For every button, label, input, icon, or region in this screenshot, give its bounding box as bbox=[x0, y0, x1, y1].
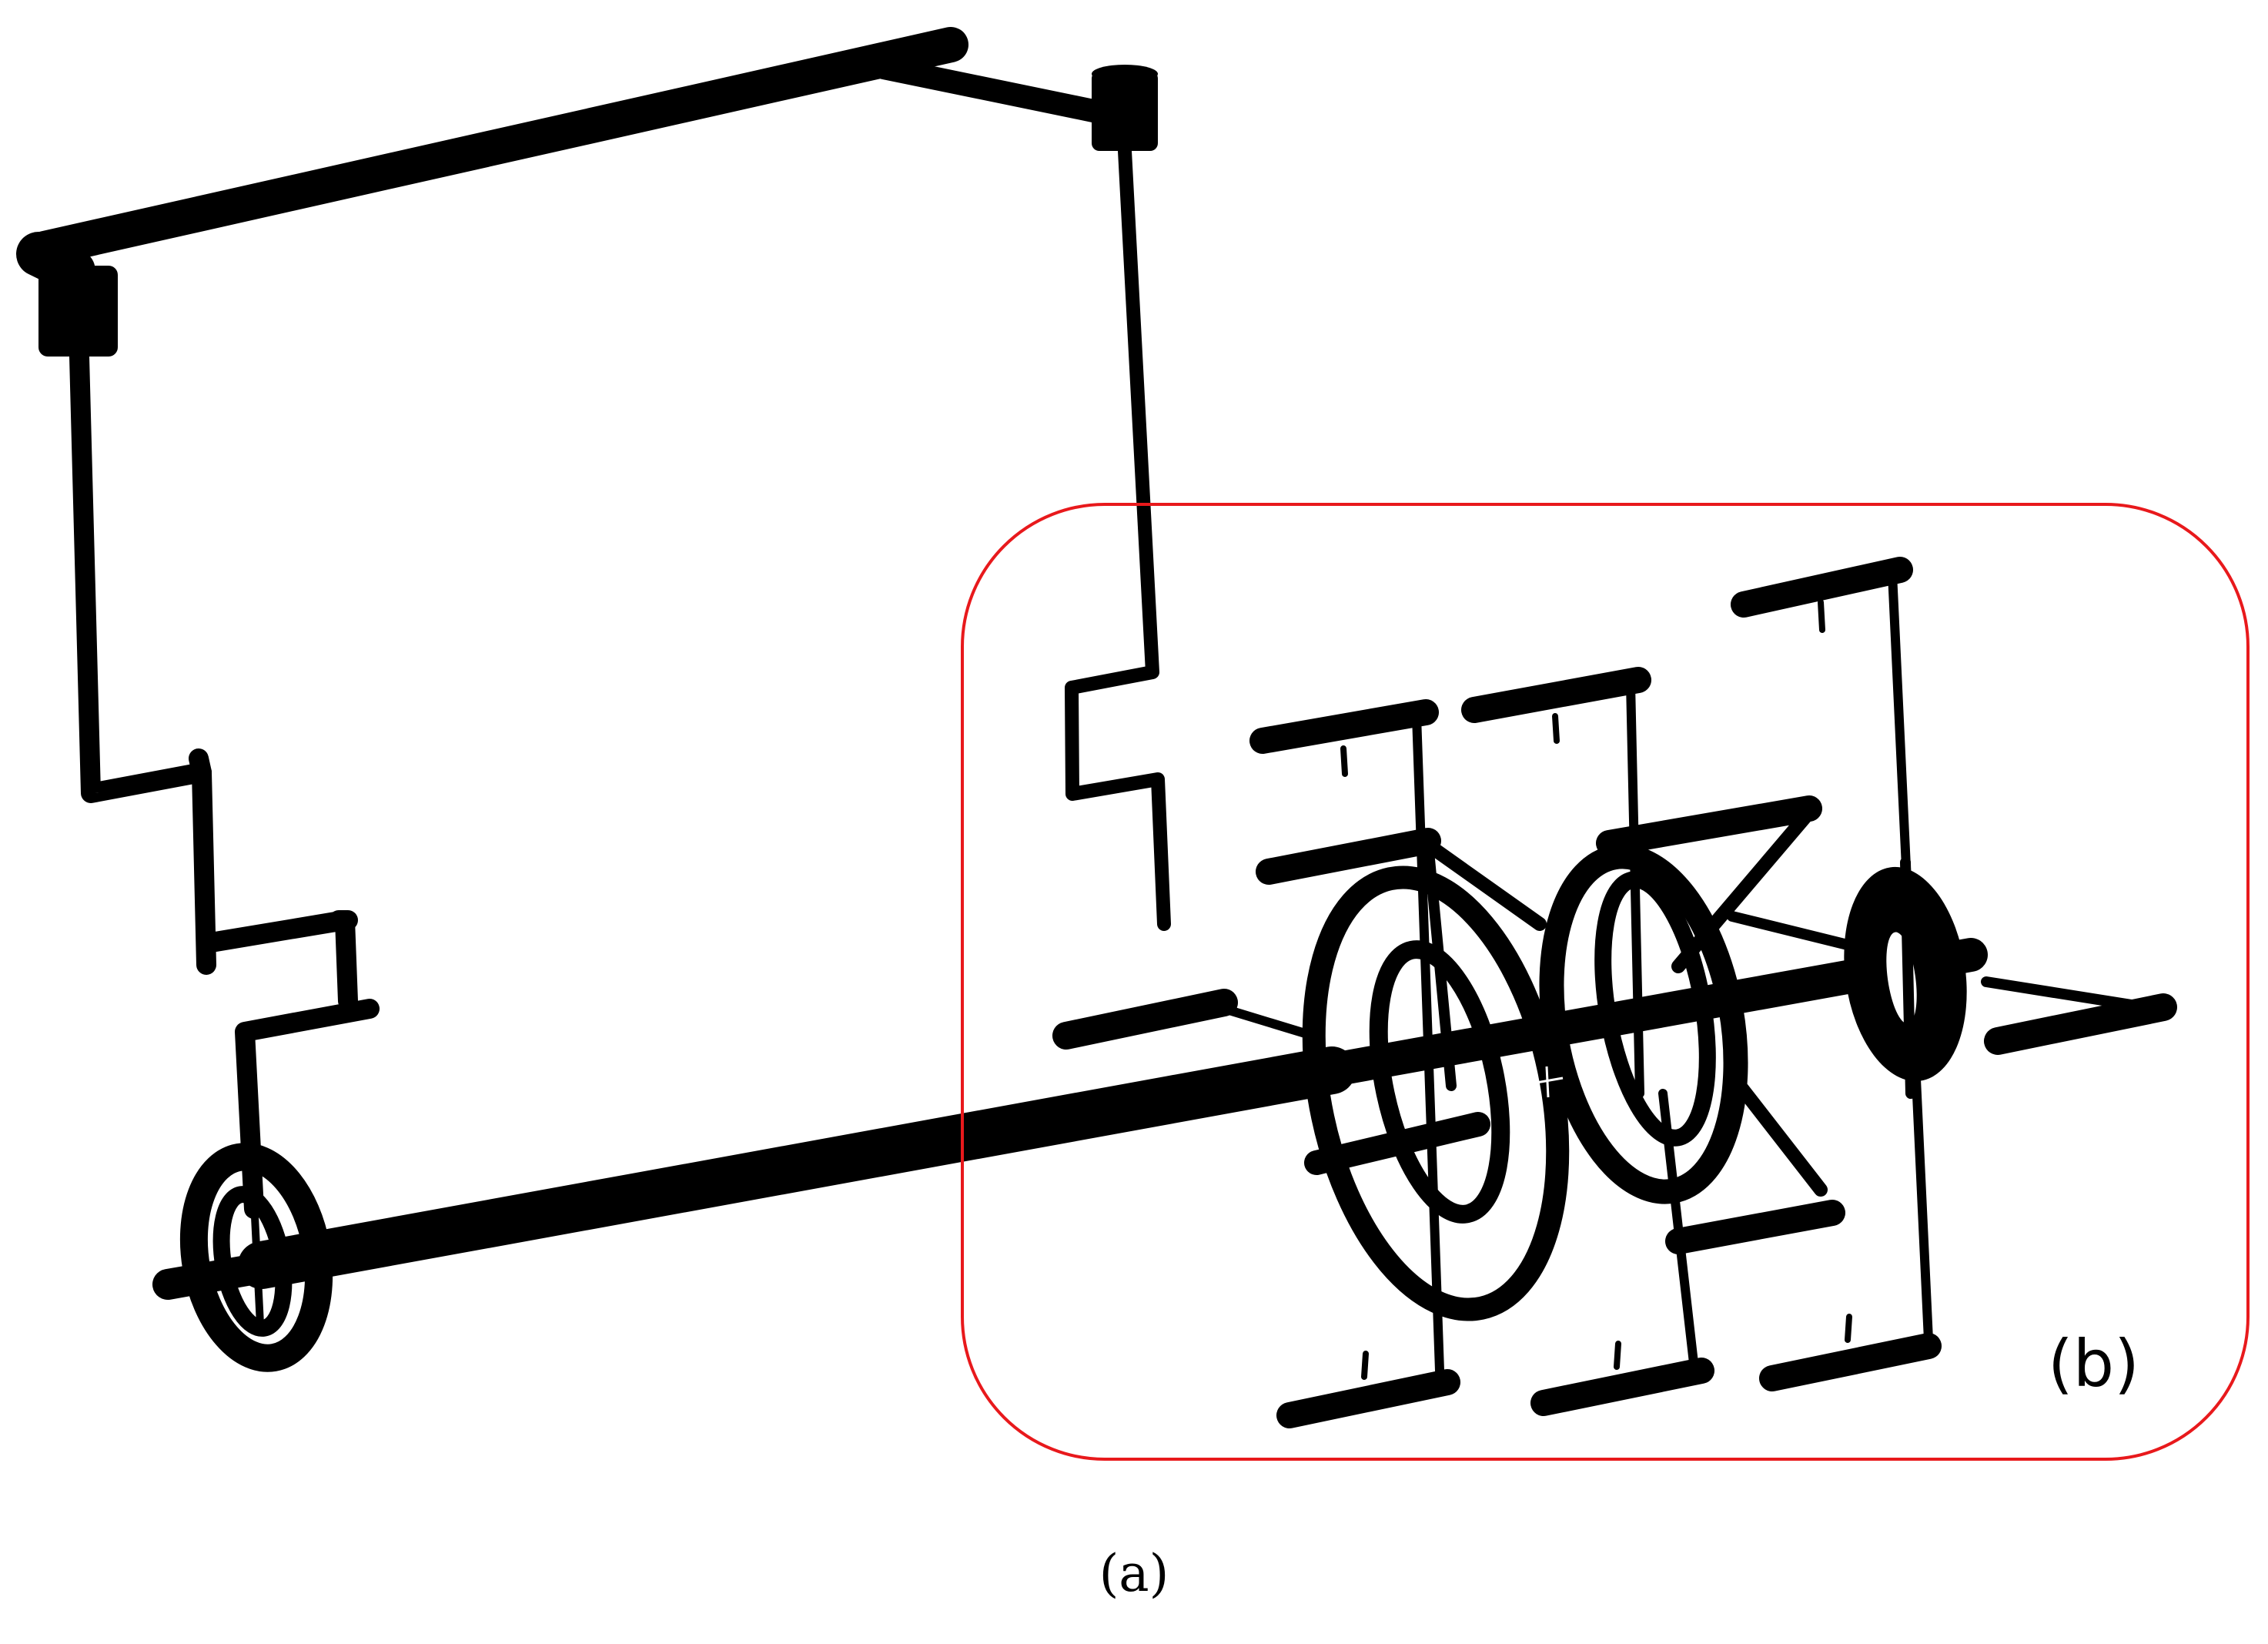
lower-boom bbox=[238, 1046, 1356, 1289]
crossbar-left-stub bbox=[1052, 989, 1238, 1050]
crossbar-top-2-tick bbox=[1552, 713, 1560, 744]
crossbar-top-3-tick bbox=[1818, 599, 1825, 633]
brace-2 bbox=[1419, 836, 1547, 931]
inset-frame bbox=[961, 503, 2250, 1461]
crosshair-icon bbox=[1531, 1066, 1564, 1098]
figure-caption: (a) bbox=[1099, 1544, 1169, 1603]
shoulder-cap bbox=[16, 232, 95, 293]
wheel-small-rod bbox=[1900, 857, 1916, 1099]
crossbar-bottom-1-tick bbox=[1361, 1351, 1369, 1380]
right-slim-leg bbox=[1065, 144, 1171, 931]
crossbar-top-1-tick bbox=[1340, 745, 1348, 777]
base-wheel bbox=[152, 1143, 333, 1372]
crossbar-mid-2 bbox=[1596, 795, 1822, 856]
brace-5 bbox=[1981, 976, 2161, 1014]
crossbar-right-stub bbox=[1984, 993, 2177, 1055]
crossbar-top-1 bbox=[1249, 699, 1439, 754]
left-leg-tab-1 bbox=[189, 748, 212, 782]
crossbar-bottom-3-tick bbox=[1845, 1314, 1852, 1343]
wheel-small bbox=[1844, 857, 1967, 1099]
brace-6 bbox=[1733, 1079, 1828, 1197]
right-elbow-cap bbox=[1092, 65, 1158, 83]
brace-4 bbox=[1727, 911, 1868, 954]
inset-label: (b) bbox=[2048, 1326, 2139, 1401]
wheel-middle-inner bbox=[1594, 871, 1716, 1147]
right-elbow-joint bbox=[1092, 71, 1158, 151]
wheel-large bbox=[1302, 866, 1570, 1321]
left-stepped-leg bbox=[69, 347, 380, 1219]
crossbar-bottom-1 bbox=[1276, 1369, 1460, 1428]
crossbar-top-3 bbox=[1731, 557, 1913, 618]
inset-b: (b) bbox=[961, 503, 2250, 1461]
wheel-large-outer bbox=[1302, 866, 1570, 1321]
crossbar-mid-1 bbox=[1256, 828, 1441, 885]
upper-boom-end bbox=[872, 56, 1109, 123]
wheel-middle-outer bbox=[1539, 844, 1748, 1204]
crossbars bbox=[1052, 557, 2177, 1428]
crossbar-bottom-2-tick bbox=[1614, 1341, 1621, 1370]
crossbar-bottom-3 bbox=[1759, 1333, 1942, 1391]
crossbar-bottom-2 bbox=[1530, 1358, 1714, 1416]
robot-arm bbox=[16, 27, 1356, 1372]
wheel-large-inner bbox=[1369, 940, 1510, 1224]
crossbar-low-2 bbox=[1665, 1200, 1845, 1254]
crosshair-v bbox=[1545, 1066, 1550, 1098]
crossbar-top-2 bbox=[1461, 667, 1651, 723]
wheel-middle bbox=[1539, 844, 1748, 1204]
upper-boom bbox=[27, 27, 968, 266]
base-wheel-axle bbox=[152, 1244, 323, 1300]
